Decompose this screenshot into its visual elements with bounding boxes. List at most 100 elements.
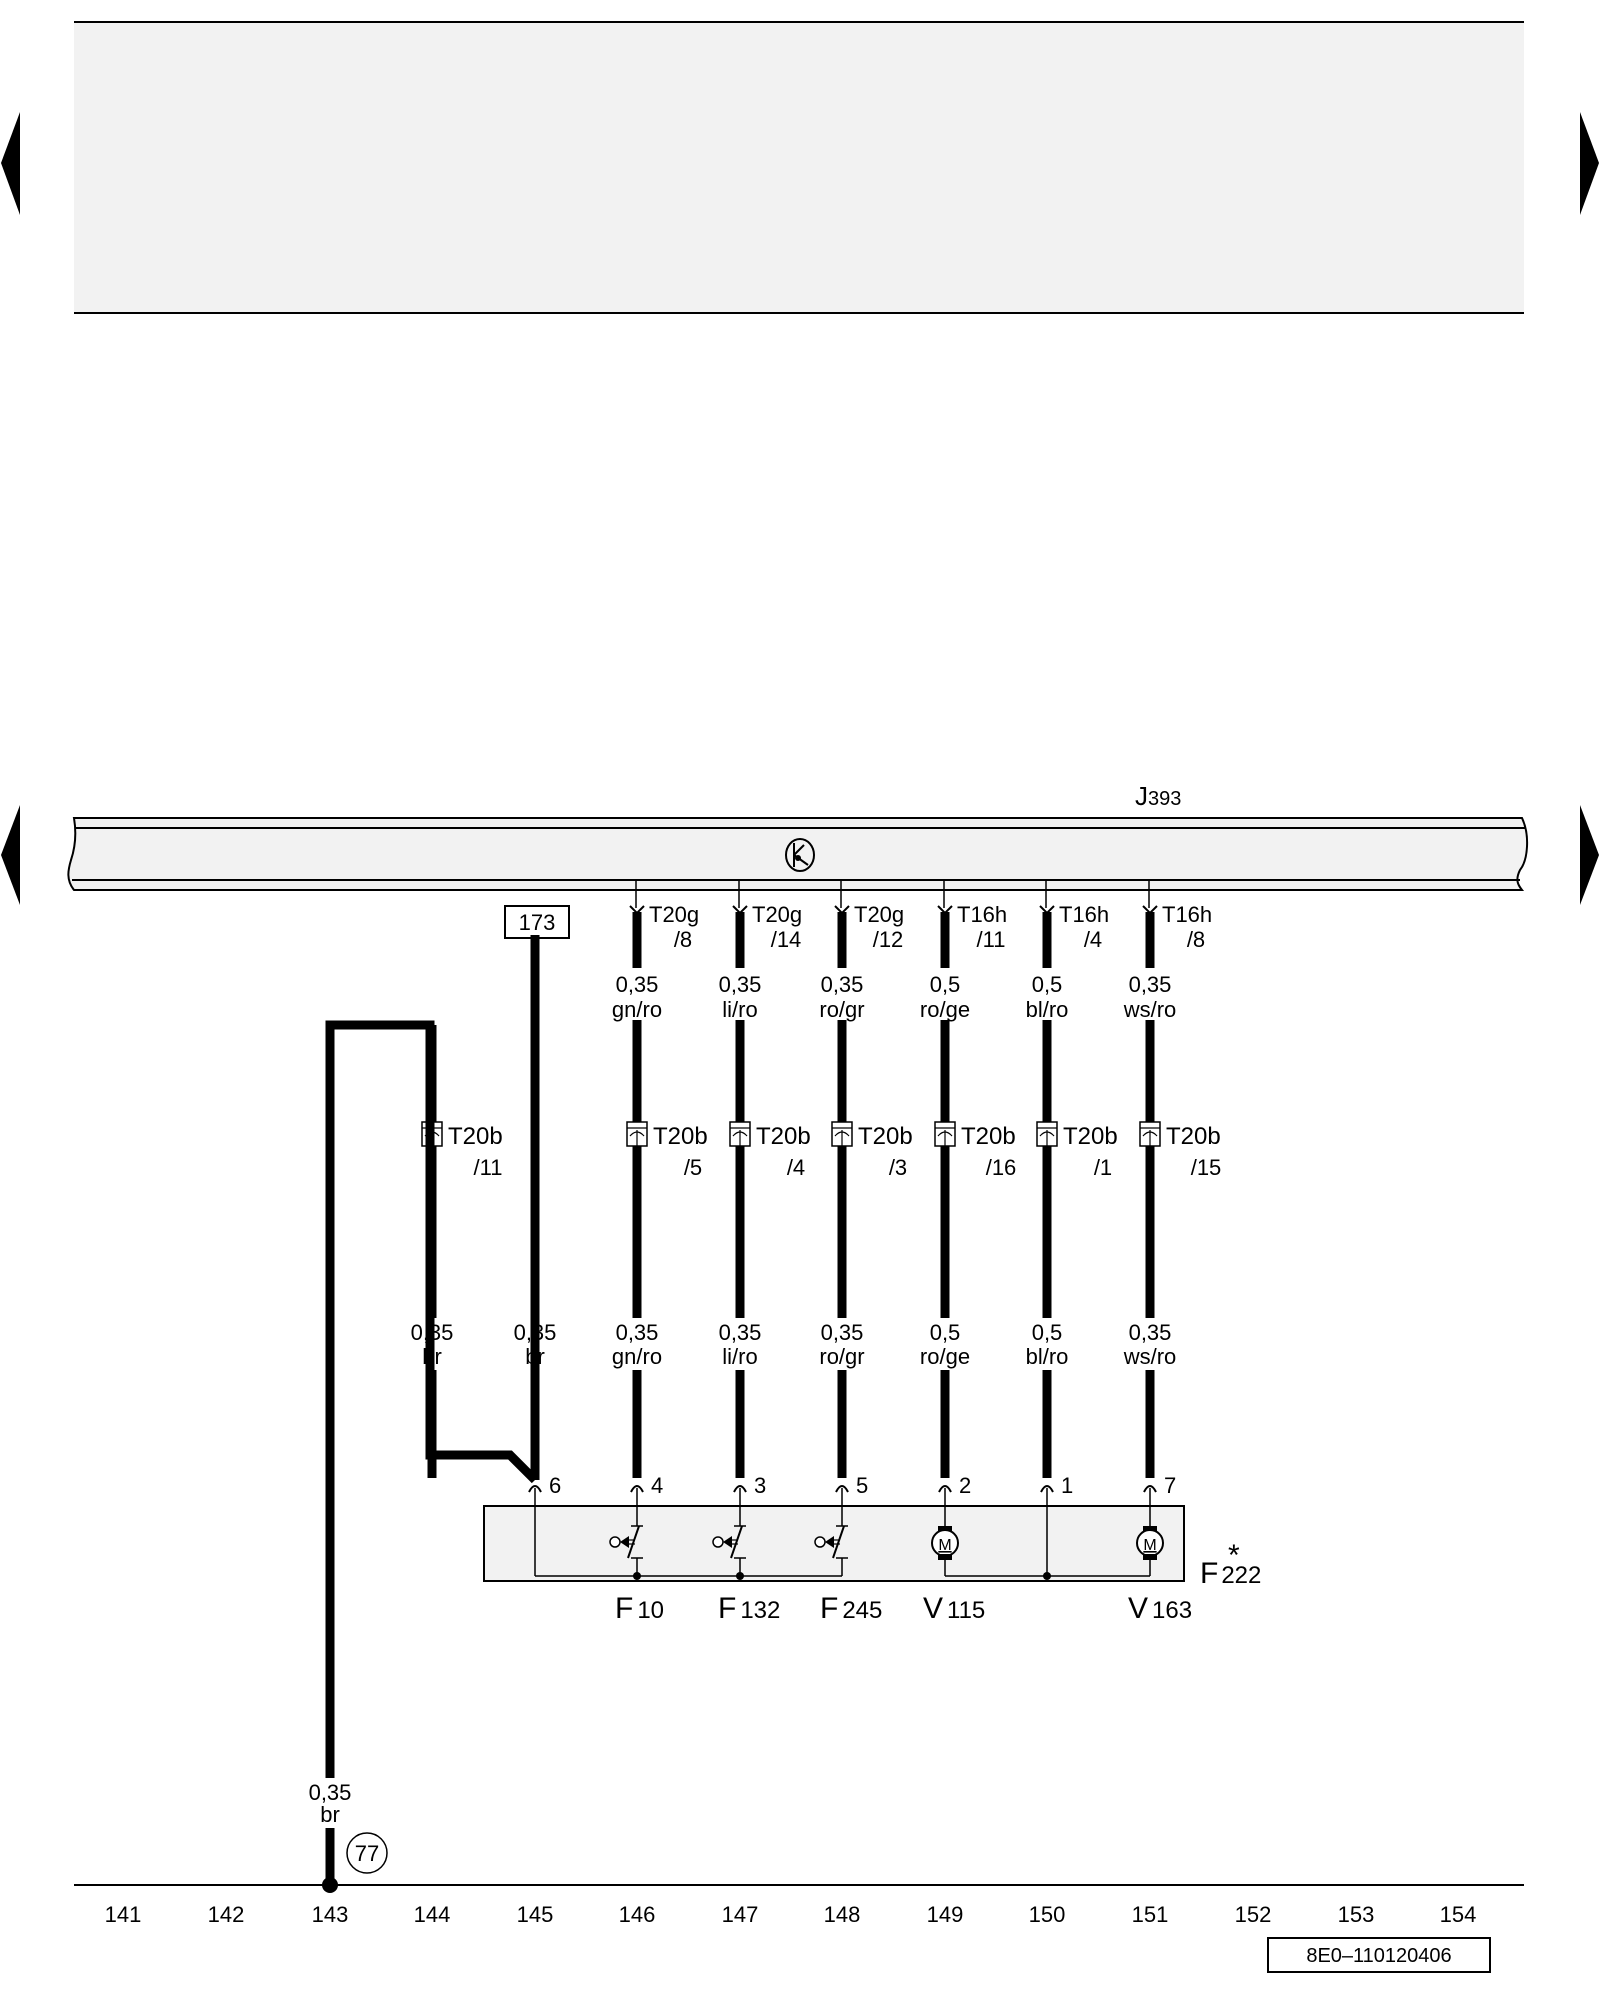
connector-label: T20g xyxy=(752,902,802,927)
connector-label: T20b xyxy=(961,1123,1016,1150)
column-number: 141 xyxy=(105,1902,142,1927)
column-number: 154 xyxy=(1440,1902,1477,1927)
connector-pin: /14 xyxy=(771,927,802,952)
wire-gauge: 0,35 xyxy=(1129,972,1172,997)
triangle-left-icon[interactable] xyxy=(1,112,20,215)
ground-wire-color: br xyxy=(320,1802,340,1827)
connector-label: T16h xyxy=(957,902,1007,927)
wire-color: ro/gr xyxy=(819,1344,864,1369)
wire-gauge: 0,5 xyxy=(930,1320,961,1345)
motor-icon: M xyxy=(931,1488,959,1576)
wire-color: ws/ro xyxy=(1123,1344,1177,1369)
column-number: 151 xyxy=(1132,1902,1169,1927)
connector-arrow-icon xyxy=(937,905,953,915)
connector-pin: /3 xyxy=(889,1155,907,1180)
connector-label: T20b xyxy=(756,1123,811,1150)
triangle-right-icon[interactable] xyxy=(1580,112,1599,215)
column-number: 153 xyxy=(1338,1902,1375,1927)
pin-number: 7 xyxy=(1164,1473,1176,1498)
connector-label: T20b xyxy=(448,1123,503,1150)
connector-pin: /4 xyxy=(1084,927,1102,952)
connector-label: T16h xyxy=(1162,902,1212,927)
wire-gauge: 0,35 xyxy=(821,1320,864,1345)
connector-pin: /8 xyxy=(1187,927,1205,952)
wire-gauge: 0,5 xyxy=(930,972,961,997)
connector-label: T20b xyxy=(1063,1123,1118,1150)
wire-color: li/ro xyxy=(722,997,757,1022)
motor-letter: M xyxy=(1143,1537,1156,1554)
wire-color: ws/ro xyxy=(1123,997,1177,1022)
connector-arrow-icon xyxy=(834,905,850,915)
connector-plug-icon xyxy=(626,1121,648,1147)
ground-wire-gauge: 0,35 xyxy=(309,1780,352,1805)
connector-pin: /5 xyxy=(684,1155,702,1180)
wire-color: li/ro xyxy=(722,1344,757,1369)
connector-label: T20g xyxy=(854,902,904,927)
pin-number: 3 xyxy=(754,1473,766,1498)
connector-pin: /1 xyxy=(1094,1155,1112,1180)
wire-gauge: 0,35 xyxy=(719,972,762,997)
wire-color: gn/ro xyxy=(612,1344,662,1369)
ground-wire xyxy=(325,1020,539,1885)
ref-box xyxy=(504,905,570,939)
header-panel xyxy=(74,22,1524,313)
control-unit-label: J393 xyxy=(1135,781,1181,811)
connector-pin: /15 xyxy=(1191,1155,1222,1180)
pin-number: 6 xyxy=(549,1473,561,1498)
column-number: 145 xyxy=(517,1902,554,1927)
wire-gauge: 0,35 xyxy=(1129,1320,1172,1345)
connector-pin: /11 xyxy=(977,927,1006,952)
connector-plug-icon xyxy=(1139,1121,1161,1147)
connector-plug-icon xyxy=(934,1121,956,1147)
connector-label: T20g xyxy=(649,902,699,927)
wire-gauge: 0,5 xyxy=(1032,972,1063,997)
pin-number: 5 xyxy=(856,1473,868,1498)
connector-pin: /11 xyxy=(474,1155,503,1180)
connector-label: T20b xyxy=(653,1123,708,1150)
connector-label: T16h xyxy=(1059,902,1109,927)
connector-pin: /12 xyxy=(873,927,904,952)
connector-arrow-icon xyxy=(732,905,748,915)
connector-pin: /4 xyxy=(787,1155,805,1180)
ground-label-bg xyxy=(310,1778,350,1828)
connector-label: T20b xyxy=(1166,1123,1221,1150)
column-number: 152 xyxy=(1235,1902,1272,1927)
connector-plug-icon xyxy=(729,1121,751,1147)
wire-color: bl/ro xyxy=(1026,1344,1069,1369)
wire-color: bl/ro xyxy=(1026,997,1069,1022)
connector-pin: /8 xyxy=(674,927,692,952)
triangle-left-icon[interactable] xyxy=(1,805,20,905)
column-number: 146 xyxy=(619,1902,656,1927)
pin-number: 2 xyxy=(959,1473,971,1498)
drawing-number: 8E0–110120406 xyxy=(1306,1945,1451,1967)
connector-pin: /16 xyxy=(986,1155,1017,1180)
wire-color: ro/ge xyxy=(920,1344,970,1369)
motor-letter: M xyxy=(938,1537,951,1554)
connector-plug-icon xyxy=(1036,1121,1058,1147)
triangle-right-icon[interactable] xyxy=(1580,805,1599,905)
connector-arrow-icon xyxy=(1039,905,1055,915)
ref-box-label: 173 xyxy=(519,910,556,935)
switch-icon xyxy=(609,1488,643,1580)
connector-label: T20b xyxy=(858,1123,913,1150)
column-number: 143 xyxy=(312,1902,349,1927)
connector-arrow-icon xyxy=(629,905,645,915)
column-number: 149 xyxy=(927,1902,964,1927)
connector-plug-icon xyxy=(831,1121,853,1147)
motor-icon: M xyxy=(1136,1488,1164,1576)
module-star: * xyxy=(1228,1539,1240,1572)
wire-gauge: 0,35 xyxy=(616,972,659,997)
drawing-number-box xyxy=(1267,1937,1491,1973)
column-number: 144 xyxy=(414,1902,451,1927)
switch-icon xyxy=(712,1488,746,1580)
